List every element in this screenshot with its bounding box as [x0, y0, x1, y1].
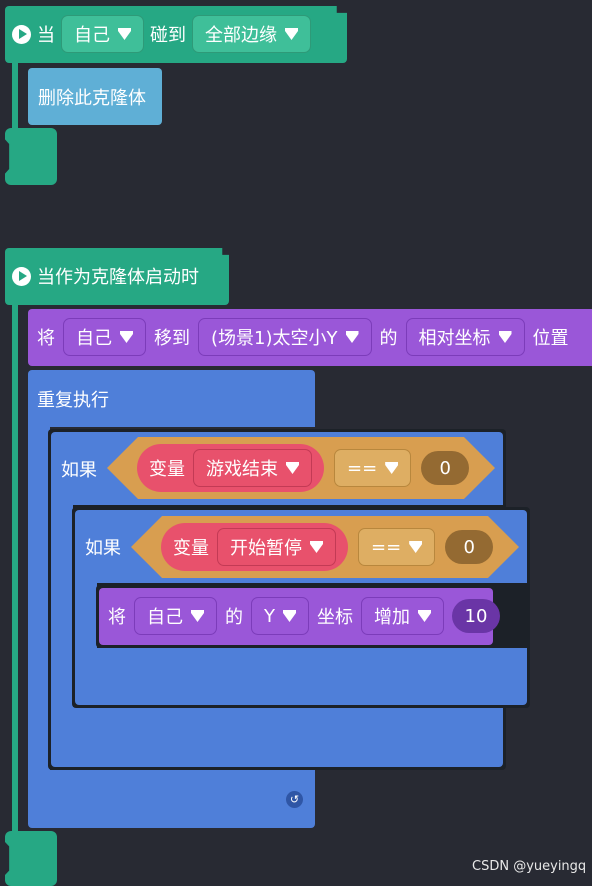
- target-dropdown-label: 自己: [74, 25, 110, 46]
- repeat-forever-arm: [28, 426, 50, 771]
- move-target-label: (场景1)太空小Y: [211, 328, 338, 349]
- variable-dropdown-2[interactable]: 开始暂停: [217, 528, 336, 566]
- chevron-down-icon: [285, 28, 298, 40]
- if2-label-wrap: 如果: [85, 534, 121, 560]
- edge-dropdown-label: 全部边缘: [205, 25, 277, 46]
- edge-dropdown[interactable]: 全部边缘: [192, 15, 311, 53]
- change-op-label: 增加: [374, 607, 410, 628]
- clone-start-label: 当作为克隆体启动时: [37, 267, 199, 288]
- c-block-bottom: [5, 128, 57, 185]
- if1-bottom: [51, 707, 503, 767]
- delete-clone-block[interactable]: 删除此克隆体: [28, 68, 162, 125]
- chevron-down-icon: [283, 610, 296, 622]
- delete-clone-label: 删除此克隆体: [38, 87, 146, 109]
- if1-label: 如果: [61, 460, 97, 481]
- chevron-down-icon: [310, 541, 323, 553]
- chevron-down-icon: [286, 462, 299, 474]
- who-dropdown[interactable]: 自己: [63, 318, 146, 356]
- who-dropdown-label: 自己: [76, 328, 112, 349]
- variable-reporter-2[interactable]: 变量 开始暂停: [161, 523, 348, 571]
- coord-mode-label: 相对坐标: [418, 328, 491, 349]
- move-target-dropdown[interactable]: (场景1)太空小Y: [198, 318, 372, 356]
- change-of-label: 的: [225, 607, 243, 628]
- change-row: 将 自己 的 Y 坐标 增加 10: [108, 596, 500, 636]
- start-flag-icon: [12, 24, 31, 44]
- operator-label-2: ==: [371, 536, 402, 558]
- touch-label: 碰到: [150, 25, 186, 46]
- repeat-forever-bottom: [28, 770, 315, 828]
- value-input-2[interactable]: 0: [445, 530, 494, 564]
- change-verb-label: 将: [108, 607, 126, 628]
- repeat-label: 重复执行: [37, 390, 109, 411]
- repeat-forever-top[interactable]: [28, 370, 315, 427]
- position-label: 位置: [532, 328, 569, 349]
- value-input-1[interactable]: 0: [421, 451, 470, 485]
- variable-word-1: 变量: [149, 459, 185, 480]
- hat-row: 当 自己 碰到 全部边缘: [12, 14, 311, 54]
- move-verb-label: 将: [37, 328, 55, 349]
- move-action-label: 移到: [154, 328, 190, 349]
- loop-arrow-icon: ↺: [286, 791, 303, 808]
- change-who-dropdown[interactable]: 自己: [134, 597, 217, 635]
- clone-hat-row: 当作为克隆体启动时: [12, 256, 199, 296]
- axis-label: Y: [264, 605, 275, 627]
- chevron-down-icon: [345, 331, 359, 343]
- chevron-down-icon: [409, 541, 423, 553]
- if2-arm: [75, 582, 97, 652]
- condition-row-2: 变量 开始暂停 == 0: [161, 522, 494, 572]
- operator-dropdown-1[interactable]: ==: [334, 449, 412, 487]
- c-spine: [12, 63, 18, 133]
- change-who-label: 自己: [147, 607, 183, 628]
- target-dropdown[interactable]: 自己: [61, 15, 144, 53]
- operator-label-1: ==: [347, 457, 378, 479]
- chevron-down-icon: [418, 610, 431, 622]
- variable-word-2: 变量: [173, 538, 209, 559]
- amount-input[interactable]: 10: [452, 599, 500, 633]
- operator-dropdown-2[interactable]: ==: [358, 528, 436, 566]
- condition-row-1: 变量 游戏结束 == 0: [137, 443, 470, 493]
- chevron-down-icon: [120, 331, 133, 343]
- coord-label: 坐标: [317, 607, 353, 628]
- if2-label: 如果: [85, 538, 121, 559]
- of-label: 的: [379, 328, 398, 349]
- chevron-down-icon: [385, 462, 399, 474]
- chevron-down-icon: [498, 331, 512, 343]
- variable-name-2: 开始暂停: [230, 538, 302, 559]
- if2-bottom: [75, 648, 527, 705]
- coord-mode-dropdown[interactable]: 相对坐标: [405, 318, 525, 356]
- hat-block-clone-start[interactable]: [5, 248, 229, 305]
- start-flag-icon: [12, 266, 31, 286]
- chevron-down-icon: [118, 28, 131, 40]
- variable-reporter-1[interactable]: 变量 游戏结束: [137, 444, 324, 492]
- variable-name-1: 游戏结束: [206, 459, 278, 480]
- if1-label-wrap: 如果: [61, 456, 97, 482]
- watermark: CSDN @yueyingq: [472, 859, 587, 874]
- chevron-down-icon: [191, 610, 204, 622]
- c-block-bottom-2: [5, 831, 57, 886]
- change-op-dropdown[interactable]: 增加: [361, 597, 444, 635]
- axis-dropdown[interactable]: Y: [251, 597, 309, 635]
- when-label: 当: [37, 25, 55, 46]
- move-row: 将 自己 移到 (场景1)太空小Y 的 相对坐标 位置: [37, 317, 569, 357]
- repeat-label-wrap: 重复执行: [37, 386, 109, 412]
- if1-arm: [51, 504, 73, 738]
- c-spine-2: [12, 305, 18, 835]
- variable-dropdown-1[interactable]: 游戏结束: [193, 449, 312, 487]
